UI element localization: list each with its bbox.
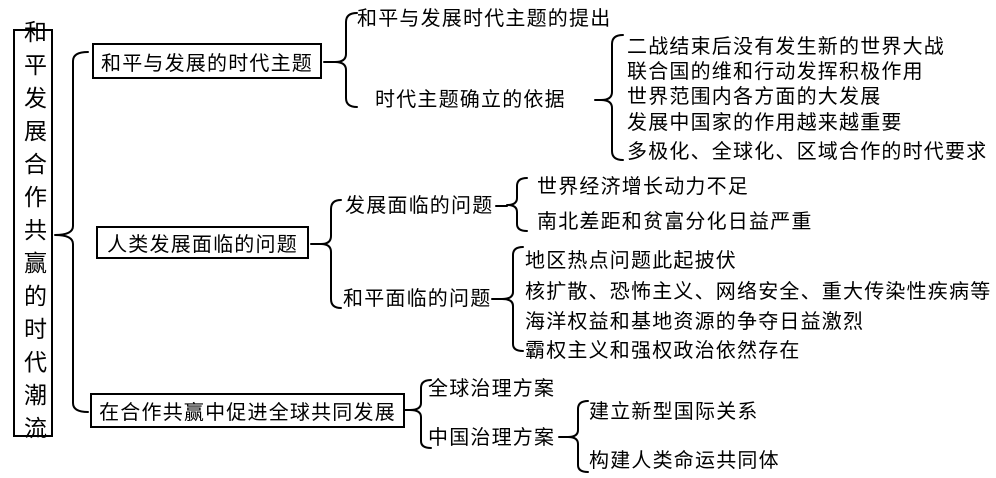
- leaf-peace-item-1: 地区热点问题此起披伏: [525, 250, 737, 272]
- brace-china-icon: [567, 400, 589, 473]
- root-node: 和平发展合作共赢的时代潮流: [13, 20, 53, 449]
- branch-node-problems: 人类发展面临的问题: [96, 226, 309, 259]
- brace-branch1-icon: [334, 12, 358, 108]
- leaf-development-item-1: 世界经济增长动力不足: [537, 176, 749, 198]
- branch-node-era-theme: 和平与发展的时代主题: [92, 43, 322, 79]
- leaf-china-item-1: 建立新型国际关系: [589, 401, 759, 423]
- leaf-basis-item-4: 发展中国家的作用越来越重要: [627, 112, 903, 134]
- node-theme-basis: 时代主题确立的依据: [375, 89, 566, 111]
- leaf-basis-item-2: 联合国的维和行动发挥积极作用: [627, 61, 924, 83]
- brace-development-icon: [506, 177, 528, 232]
- node-peace-problems: 和平面临的问题: [343, 288, 492, 310]
- leaf-basis-item-1: 二战结束后没有发生新的世界大战: [627, 36, 945, 58]
- leaf-basis-item-3: 世界范围内各方面的大发展: [627, 86, 882, 108]
- node-china-governance: 中国治理方案: [428, 427, 556, 449]
- brace-branch2-icon: [320, 199, 342, 309]
- leaf-china-item-2: 构建人类命运共同体: [589, 450, 780, 472]
- brace-peace-icon: [501, 246, 524, 352]
- brace-basis-icon: [600, 34, 624, 161]
- leaf-peace-item-3: 海洋权益和基地资源的争夺日益激烈: [525, 311, 865, 333]
- branch-node-win-win: 在合作共赢中促进全球共同发展: [90, 393, 405, 428]
- leaf-peace-item-2: 核扩散、恐怖主义、网络安全、重大传染性疾病等: [525, 281, 992, 303]
- leaf-development-item-2: 南北差距和贫富分化日益严重: [537, 211, 813, 233]
- node-global-governance: 全球治理方案: [428, 378, 556, 400]
- brace-root-icon: [54, 51, 89, 413]
- node-theme-proposal: 和平与发展时代主题的提出: [357, 8, 612, 30]
- leaf-peace-item-4: 霸权主义和强权政治依然存在: [525, 340, 801, 362]
- node-development-problems: 发展面临的问题: [345, 195, 494, 217]
- leaf-basis-item-5: 多极化、全球化、区域合作的时代要求: [627, 141, 988, 163]
